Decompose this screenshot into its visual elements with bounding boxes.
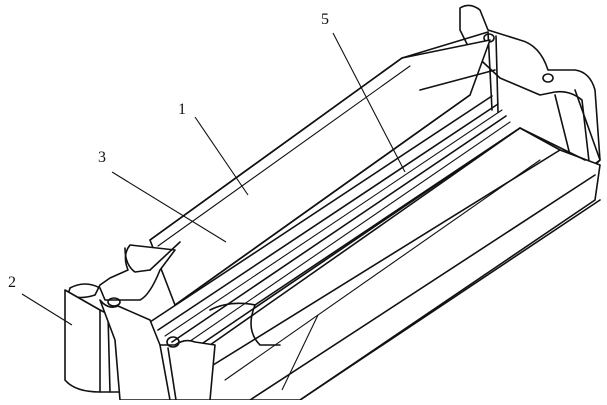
callout-3: 3 bbox=[98, 149, 106, 166]
callout-5: 5 bbox=[321, 11, 329, 28]
leader-1 bbox=[194, 116, 249, 196]
leader-lines bbox=[21, 32, 406, 391]
leader-bottom bbox=[281, 314, 319, 391]
trough-body bbox=[199, 127, 601, 401]
top-rib bbox=[149, 31, 491, 306]
leader-5 bbox=[332, 32, 406, 173]
callout-1: 1 bbox=[178, 101, 186, 118]
leader-2 bbox=[21, 293, 73, 326]
callout-2: 2 bbox=[8, 274, 16, 291]
leader-3 bbox=[111, 171, 227, 243]
left-end-cap bbox=[64, 241, 216, 401]
